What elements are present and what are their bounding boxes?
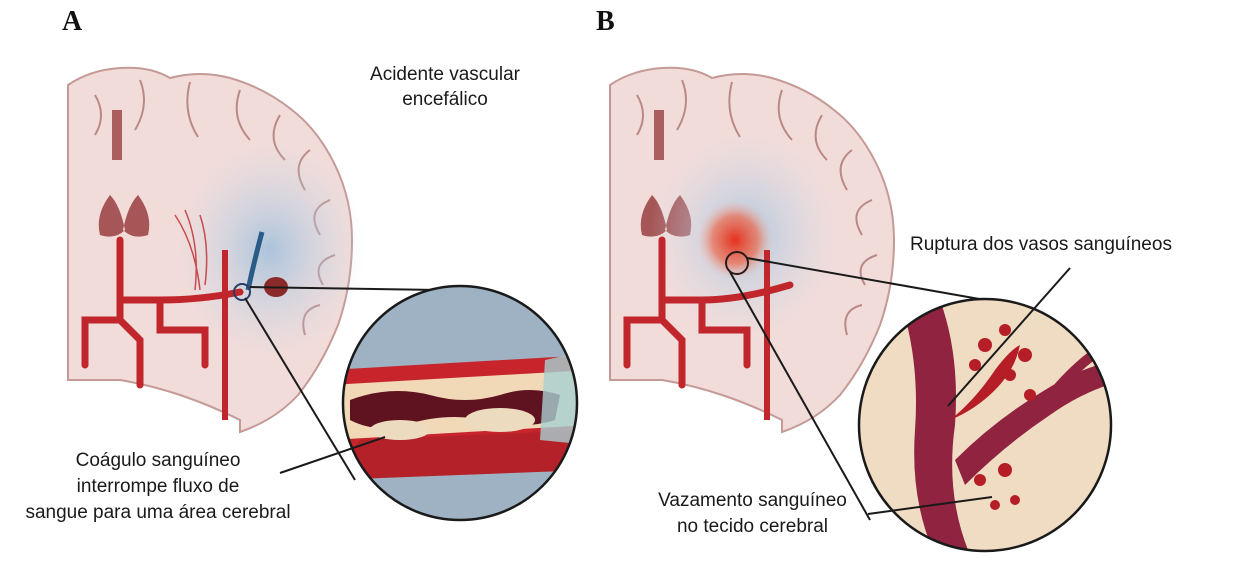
brain-a bbox=[68, 68, 365, 432]
panel-a-caption-line-3: sangue para uma área cerebral bbox=[8, 500, 308, 526]
panel-a-title: Acidente vascular encefálico bbox=[350, 62, 540, 112]
panel-a-caption-line-1: Coágulo sanguíneo bbox=[8, 448, 308, 474]
brain-b bbox=[610, 68, 894, 432]
panel-b-top-label: Ruptura dos vasos sanguíneos bbox=[910, 232, 1235, 257]
panel-a-caption-line-2: interrompe fluxo de bbox=[8, 474, 308, 500]
panel-b-caption-line-1: Vazamento sanguíneo bbox=[640, 488, 865, 514]
panel-a-title-line-1: Acidente vascular bbox=[350, 62, 540, 87]
panel-a-title-line-2: encefálico bbox=[350, 87, 540, 112]
panel-b-caption: Vazamento sanguíneo no tecido cerebral bbox=[640, 488, 865, 540]
panel-b-caption-line-2: no tecido cerebral bbox=[640, 514, 865, 540]
panel-a-caption: Coágulo sanguíneo interrompe fluxo de sa… bbox=[8, 448, 308, 526]
